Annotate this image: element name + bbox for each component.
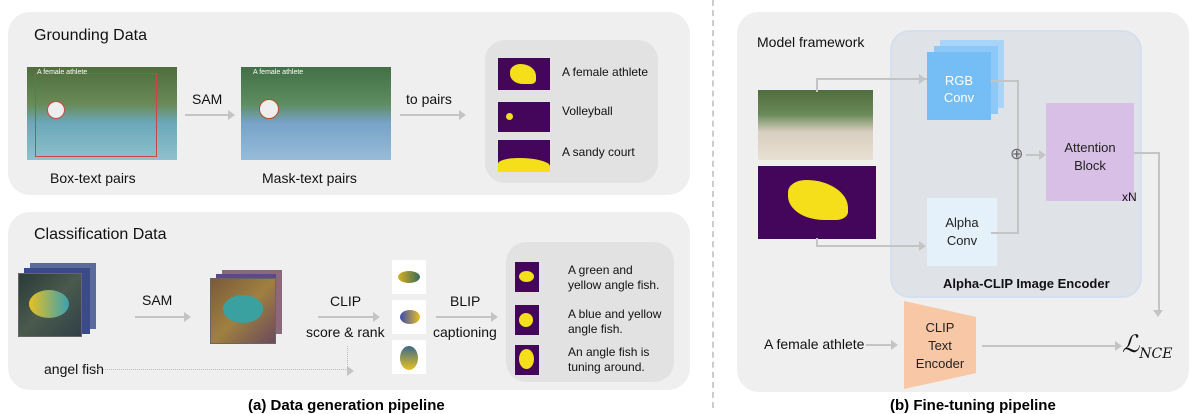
mask-blob (788, 180, 848, 220)
grounding-title: Grounding Data (34, 27, 147, 44)
mask-text-image: A female athlete (241, 67, 391, 160)
block-label-line: Alpha (945, 215, 979, 230)
fish-shape (400, 346, 418, 370)
fish-shape (398, 271, 420, 283)
caption-line: A green and (568, 263, 633, 277)
merge-arrow (1026, 150, 1046, 160)
fish-mask (515, 345, 539, 375)
alpha-arrow (816, 241, 926, 251)
fish-mask (515, 262, 539, 292)
mask-blob (519, 313, 533, 327)
athlete-image (758, 90, 873, 160)
box-text-image: A female athlete (27, 67, 177, 160)
angel-fish-image (18, 273, 82, 337)
block-label-line: Block (1074, 158, 1106, 173)
connector-line (816, 78, 928, 92)
block-label-line: Conv (946, 233, 978, 248)
block-label-line: Attention (1064, 140, 1116, 155)
dotted-line (88, 366, 354, 376)
blip-label: BLIP (450, 293, 481, 309)
plus-icon: ⊕ (1010, 146, 1024, 163)
model-framework-title: Model framework (757, 34, 865, 50)
photo-tag: A female athlete (37, 69, 88, 76)
connector-line (1134, 152, 1160, 314)
volleyball-mask (498, 102, 550, 132)
bounding-box (35, 73, 157, 157)
connector-line (816, 238, 818, 246)
text-feature-arrow (982, 341, 1122, 351)
caption-line: A blue and yellow (568, 307, 662, 321)
mask-blob (519, 271, 534, 282)
volleyball-box (47, 101, 65, 119)
clip-label: CLIP (330, 293, 362, 309)
volleyball-box (259, 99, 279, 119)
repeat-label: xN (1122, 190, 1137, 204)
sam-label: SAM (142, 292, 173, 308)
fish-mask (515, 305, 539, 335)
caption-line: angle fish. (568, 322, 623, 336)
text-input-label: A female athlete (764, 336, 865, 352)
box-text-label: Box-text pairs (50, 170, 136, 186)
caption-b: (b) Fine-tuning pipeline (890, 397, 1056, 414)
rgb-conv-block: RGB Conv (927, 52, 991, 120)
mask-blob (506, 113, 513, 120)
block-label-line: CLIP (925, 320, 955, 335)
arrow-head-down-icon (1153, 310, 1163, 317)
court-mask (498, 140, 550, 172)
rgb-arrow (816, 74, 926, 84)
athlete-mask (498, 58, 550, 90)
caption-line: tuning around. (568, 360, 645, 374)
sam-arrow (135, 312, 191, 322)
loss-label: ℒNCE (1122, 330, 1172, 362)
fish-shape (400, 310, 420, 324)
to-pairs-arrow (400, 110, 466, 120)
pair-caption: A sandy court (562, 145, 635, 159)
pair-caption: Volleyball (562, 104, 613, 118)
dotted-line-up (347, 346, 348, 369)
text-input-arrow (866, 340, 898, 350)
connector-line (991, 80, 1019, 234)
mask-blob (510, 64, 536, 84)
caption-line: yellow angle fish. (568, 278, 660, 292)
caption-line: An angle fish is (568, 345, 650, 359)
classification-title: Classification Data (34, 226, 167, 243)
encoder-label: Alpha-CLIP Image Encoder (943, 276, 1110, 291)
angel-fish-label: angel fish (44, 361, 104, 377)
crop-3 (392, 340, 426, 374)
loss-symbol: ℒ (1122, 330, 1140, 358)
clip-arrow (318, 312, 380, 322)
pair-caption: A female athlete (562, 65, 649, 79)
block-label-line: RGB (944, 73, 974, 88)
blip-arrow (436, 312, 498, 322)
fish-shape (223, 295, 263, 323)
divider (712, 0, 714, 408)
loss-subscript: NCE (1139, 345, 1173, 362)
sam-arrow (185, 110, 235, 120)
segmented-fish-image (210, 278, 276, 344)
photo-tag: A female athlete (253, 69, 304, 76)
captioning-label: captioning (433, 324, 497, 340)
crop-1 (392, 260, 426, 294)
block-label-line: Encoder (915, 356, 965, 371)
sam-label: SAM (192, 91, 223, 107)
to-pairs-label: to pairs (406, 91, 452, 107)
block-label-line: Conv (943, 90, 975, 105)
mask-blob (498, 158, 550, 172)
block-label-line: Text (928, 338, 952, 353)
athlete-alpha-mask (758, 166, 876, 239)
mask-text-label: Mask-text pairs (262, 170, 357, 186)
score-rank-label: score & rank (306, 324, 385, 340)
mask-blob (519, 349, 534, 369)
fish-shape (29, 290, 69, 318)
crop-2 (392, 300, 426, 334)
caption-a: (a) Data generation pipeline (248, 397, 445, 414)
